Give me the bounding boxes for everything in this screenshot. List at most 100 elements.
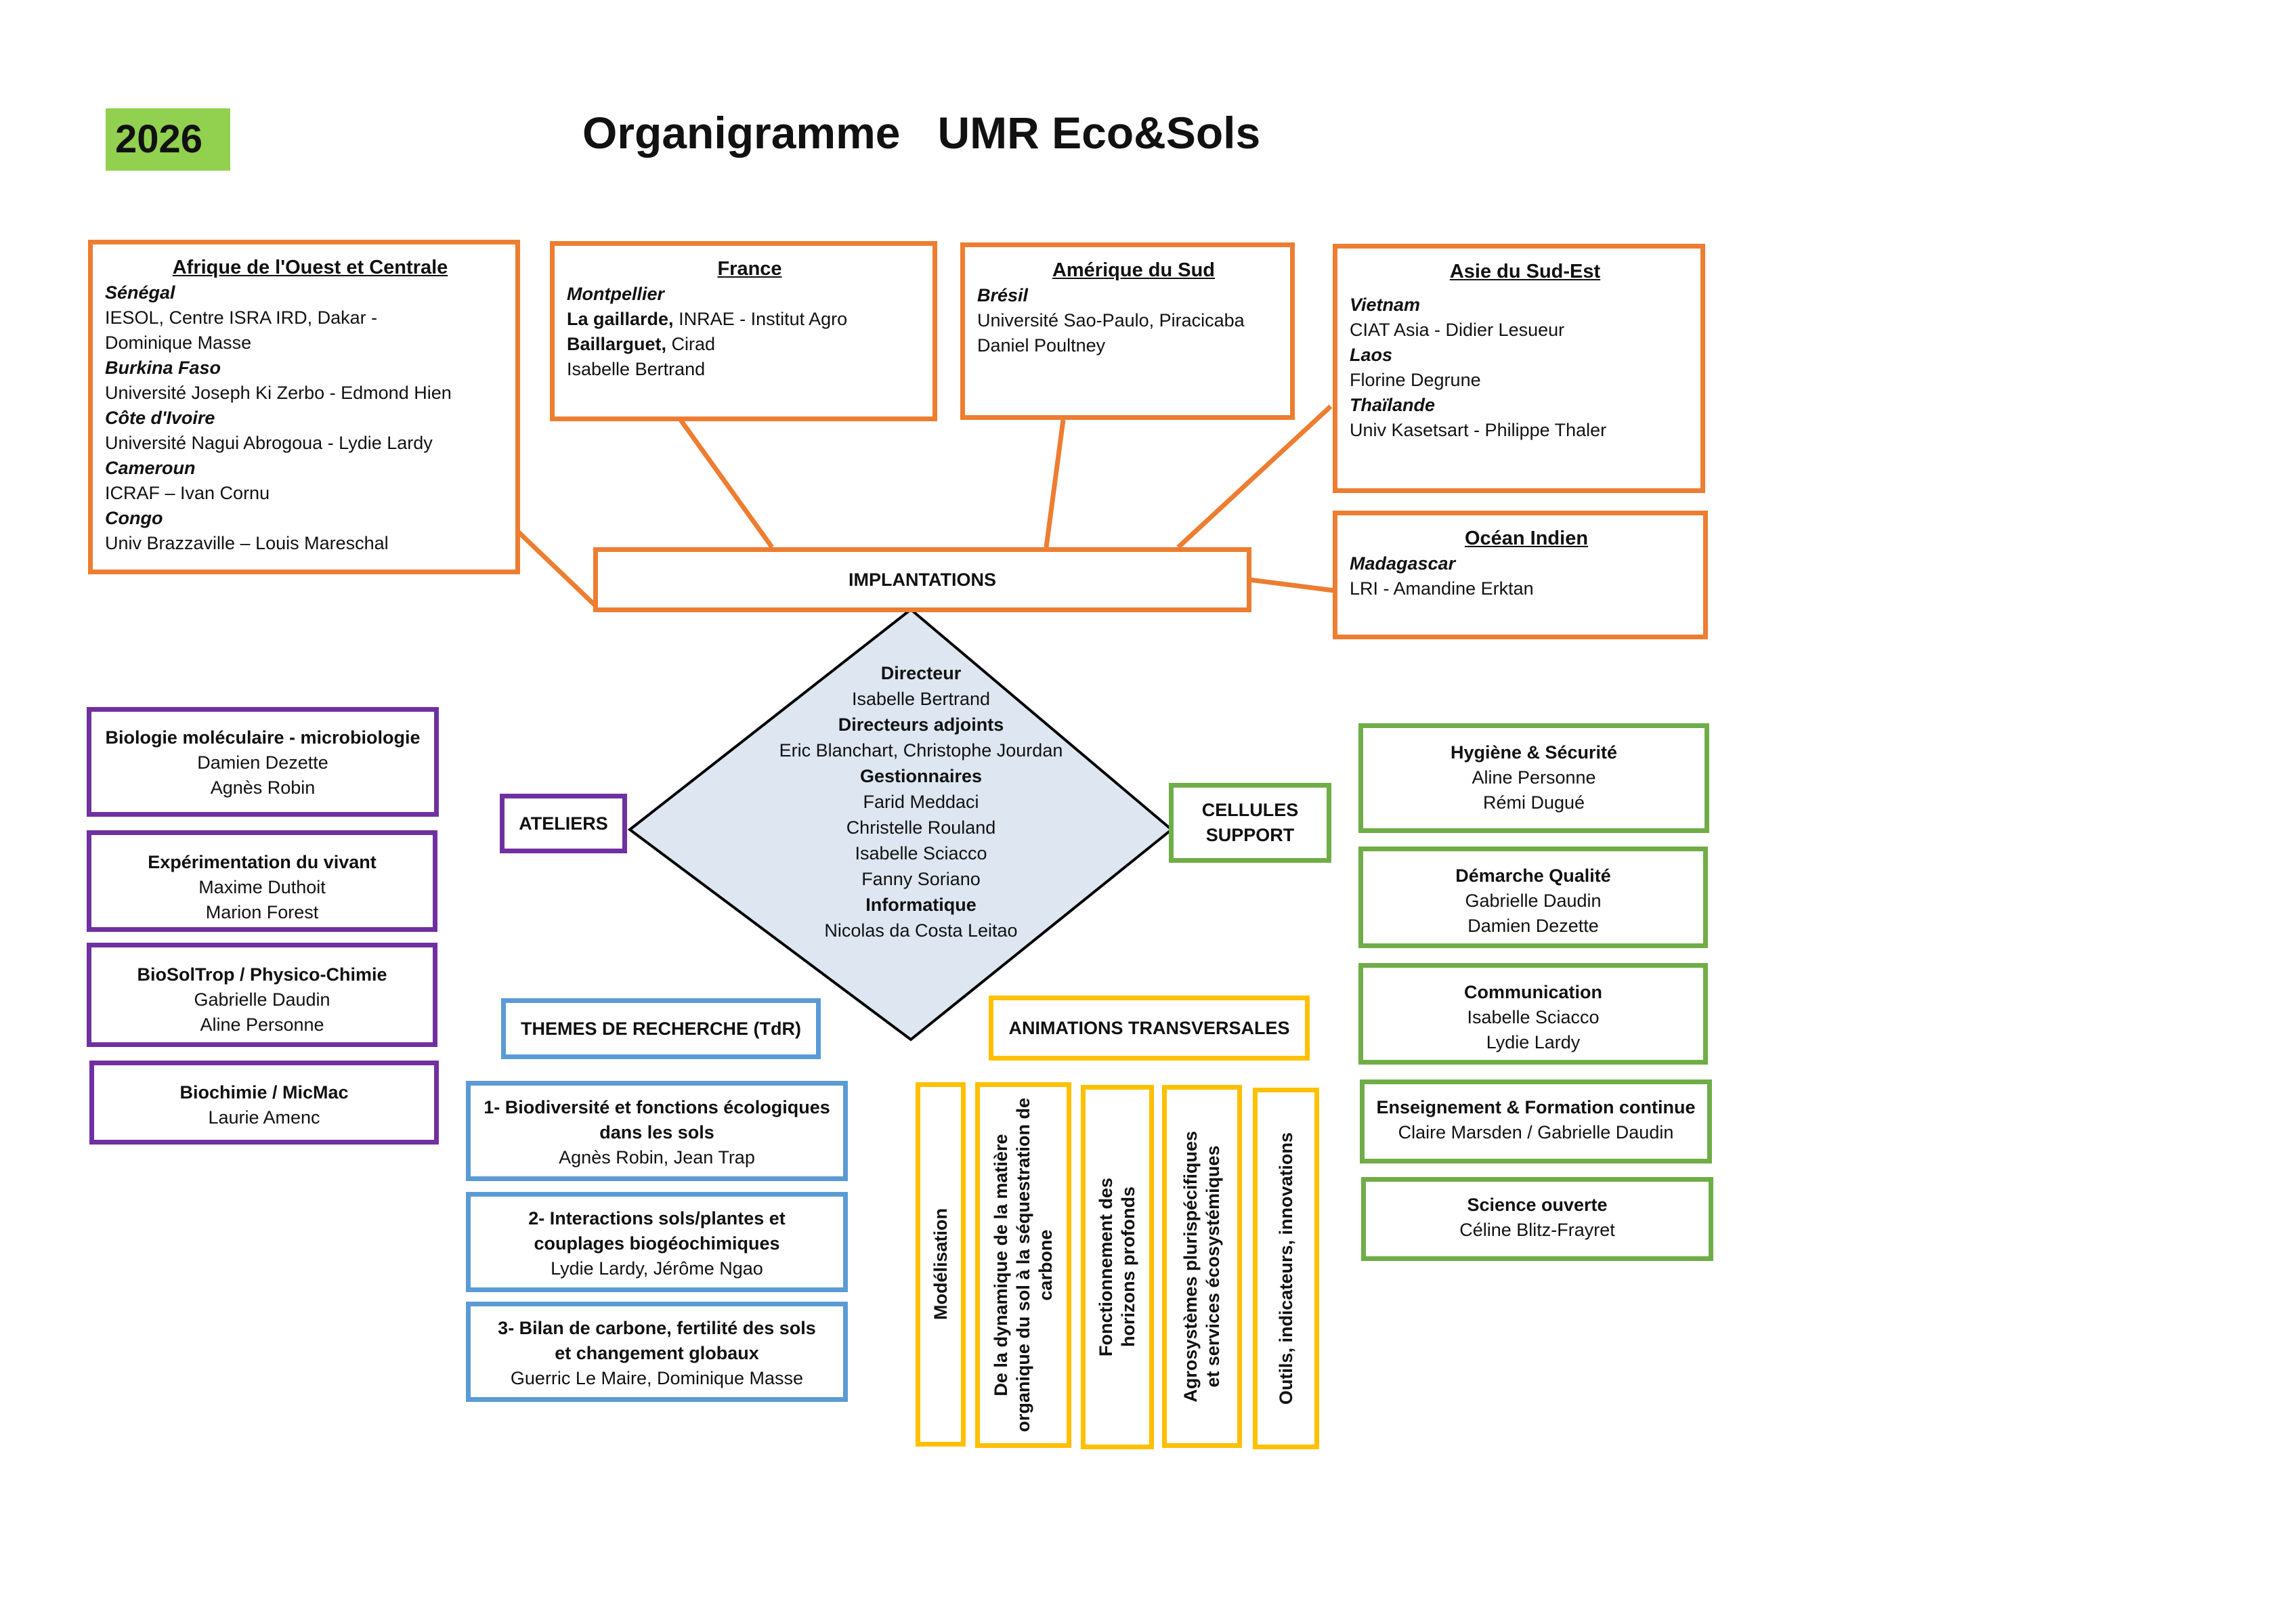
cellule-box: Enseignement & Formation continue Claire… [1360, 1080, 1712, 1163]
atelier-title: Biochimie / MicMac [179, 1082, 349, 1103]
implantations-box: IMPLANTATIONS [593, 547, 1251, 612]
country-label: Burkina Faso [105, 358, 221, 378]
atelier-title: BioSolTrop / Physico-Chimie [137, 964, 387, 985]
connector-afrique [516, 530, 598, 608]
country-label: Congo [105, 508, 163, 528]
animation-box: Modélisation [916, 1082, 966, 1447]
animation-line: carbone [1035, 1229, 1056, 1301]
country-label: Côte d'Ivoire [105, 408, 215, 428]
connector-asie [1176, 404, 1333, 549]
informatique-name: Nicolas da Costa Leitao [824, 920, 1018, 941]
site-detail: Cirad [666, 334, 716, 354]
site-line: Univ Brazzaville – Louis Mareschal [105, 533, 389, 553]
adjoints-label: Directeurs adjoints [838, 714, 1004, 735]
site-line: Université Nagui Abrogoua - Lydie Lardy [105, 433, 433, 453]
site-name: Baillarguet, [567, 334, 667, 354]
animation-text: De la dynamique de la matière organique … [990, 1098, 1057, 1432]
region-afrique-heading: Afrique de l'Ouest et Centrale [172, 257, 448, 278]
region-amerique: Amérique du Sud Brésil Université Sao-Pa… [960, 242, 1295, 420]
region-france: France Montpellier La gaillarde, INRAE -… [550, 241, 937, 421]
animation-box: Outils, indicateurs, innovations [1253, 1088, 1319, 1449]
theme-title: et changement globaux [555, 1343, 759, 1363]
cellule-person: Gabrielle Daudin [1465, 891, 1602, 911]
animation-box: Fonctionnement des horizons profonds [1081, 1085, 1154, 1449]
informatique-label: Informatique [865, 895, 977, 915]
atelier-person: Aline Personne [200, 1014, 324, 1035]
region-ocean: Océan Indien Madagascar LRI - Amandine E… [1333, 511, 1708, 639]
adjoints-names: Eric Blanchart, Christophe Jourdan [779, 740, 1063, 761]
connector-france [679, 418, 774, 549]
cellule-person: Lydie Lardy [1486, 1032, 1581, 1052]
site-detail: INRAE - Institut Agro [673, 309, 848, 329]
cellule-person: Rémi Dugué [1482, 792, 1585, 813]
site-line: Dominique Masse [105, 333, 252, 353]
cellule-title: Hygiène & Sécurité [1450, 742, 1618, 763]
country-label: Sénégal [105, 282, 175, 303]
cellule-person: Claire Marsden / Gabrielle Daudin [1398, 1122, 1674, 1142]
cellule-title: Enseignement & Formation continue [1376, 1097, 1696, 1117]
connector-amerique [1044, 419, 1066, 548]
region-asie: Asie du Sud-Est Vietnam CIAT Asia - Didi… [1333, 244, 1705, 493]
site-line: Florine Degrune [1350, 370, 1481, 390]
animation-box: Agrosystèmes plurispécifiques et service… [1162, 1085, 1242, 1448]
cellules-label-2: SUPPORT [1205, 825, 1295, 845]
animation-text: Agrosystèmes plurispécifiques et service… [1180, 1131, 1224, 1403]
theme-box: 3- Bilan de carbone, fertilité des sols … [466, 1302, 848, 1402]
atelier-person: Damien Dezette [197, 752, 328, 773]
site-line: IESOL, Centre ISRA IRD, Dakar - [105, 307, 378, 328]
site-line: CIAT Asia - Didier Lesueur [1350, 320, 1565, 340]
animation-line: organique du sol à la séquestration de [1012, 1098, 1033, 1432]
site-name: La gaillarde, [567, 309, 674, 329]
theme-people: Lydie Lardy, Jérôme Ngao [551, 1258, 763, 1279]
site-person: Isabelle Bertrand [567, 359, 706, 379]
atelier-box: BioSolTrop / Physico-Chimie Gabrielle Da… [87, 943, 437, 1047]
directeur-label: Directeur [880, 663, 962, 683]
country-label: Laos [1350, 345, 1393, 365]
atelier-box: Expérimentation du vivant Maxime Duthoit… [87, 830, 437, 932]
page-title: Organigramme UMR Eco&Sols [582, 108, 1261, 158]
gestionnaire-name: Farid Meddaci [863, 792, 979, 812]
animation-line: et services écosystémiques [1203, 1145, 1223, 1388]
animations-label: ANIMATIONS TRANSVERSALES [1008, 1017, 1290, 1038]
animation-text: Modélisation [930, 1208, 952, 1320]
country-label: Brésil [977, 285, 1029, 305]
site-line: ICRAF – Ivan Cornu [105, 483, 270, 503]
site-line: Université Sao-Paulo, Piracicaba [977, 310, 1245, 330]
direction-block: Directeur Isabelle Bertrand Directeurs a… [731, 660, 1111, 943]
gestionnaires-label: Gestionnaires [859, 766, 983, 786]
atelier-person: Agnès Robin [210, 777, 316, 798]
gestionnaire-name: Isabelle Sciacco [855, 843, 987, 863]
ateliers-label: ATELIERS [519, 813, 608, 834]
theme-title: 1- Biodiversité et fonctions écologiques [484, 1097, 830, 1117]
theme-box: 1- Biodiversité et fonctions écologiques… [466, 1081, 848, 1181]
animation-line: De la dynamique de la matière [990, 1134, 1011, 1396]
cellule-person: Aline Personne [1472, 767, 1596, 788]
region-amerique-heading: Amérique du Sud [1052, 259, 1216, 281]
theme-title: 3- Bilan de carbone, fertilité des sols [498, 1318, 816, 1338]
cellule-title: Science ouverte [1467, 1195, 1608, 1215]
region-ocean-heading: Océan Indien [1464, 528, 1589, 549]
atelier-person: Marion Forest [205, 902, 319, 922]
country-label: Thaïlande [1350, 395, 1436, 415]
animation-line: Agrosystèmes plurispécifiques [1180, 1130, 1201, 1403]
cellules-label-box: CELLULES SUPPORT [1169, 783, 1331, 863]
gestionnaire-name: Fanny Soriano [861, 869, 981, 889]
country-label: Cameroun [105, 458, 196, 478]
implantations-label: IMPLANTATIONS [849, 569, 996, 590]
cellule-person: Céline Blitz-Frayret [1459, 1220, 1615, 1240]
animation-text: Fonctionnement des horizons profonds [1095, 1178, 1140, 1356]
region-asie-heading: Asie du Sud-Est [1449, 261, 1601, 282]
cellules-label-1: CELLULES [1201, 800, 1299, 820]
themes-label-box: THEMES DE RECHERCHE (TdR) [501, 998, 821, 1059]
site-line: Daniel Poultney [977, 335, 1106, 356]
city-label: Montpellier [567, 284, 665, 304]
country-label: Madagascar [1350, 553, 1456, 574]
animation-text: Outils, indicateurs, innovations [1275, 1132, 1297, 1405]
theme-title: couplages biogéochimiques [534, 1233, 780, 1254]
animation-box: De la dynamique de la matière organique … [975, 1082, 1071, 1448]
cellule-title: Communication [1463, 982, 1602, 1002]
atelier-title: Expérimentation du vivant [148, 852, 377, 872]
site-line: Université Joseph Ki Zerbo - Edmond Hien [105, 383, 452, 403]
atelier-box: Biologie moléculaire - microbiologie Dam… [87, 707, 439, 817]
theme-title: dans les sols [599, 1122, 714, 1142]
